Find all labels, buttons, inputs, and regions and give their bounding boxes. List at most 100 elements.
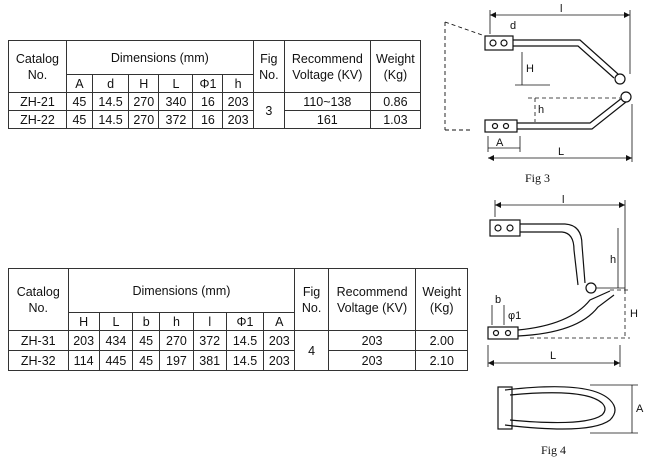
header-catalog: Catalog No.	[8, 268, 69, 331]
cell-voltage: 203	[327, 330, 417, 351]
fig3-arm-lower	[517, 97, 627, 130]
fig3-bolt-hole	[489, 39, 497, 47]
fig3-caption: Fig 3	[525, 171, 551, 185]
cell-dim: 45	[132, 330, 161, 351]
cell-dim: 45	[132, 350, 161, 371]
cell-dim: 340	[158, 92, 194, 111]
col-h: h	[159, 312, 194, 331]
cell-weight: 0.86	[369, 92, 422, 111]
fig4-label-L: L	[550, 350, 556, 362]
fig3-label-A: A	[496, 137, 504, 149]
cell-dim: 197	[159, 350, 194, 371]
spec-table-fig3: Catalog No. Dimensions (mm) Fig No. Reco…	[8, 40, 422, 129]
fig4-drawing: l h b φ1 H L A	[487, 195, 644, 434]
cell-dim: 16	[192, 110, 224, 129]
header-voltage: Recommend Voltage (KV)	[283, 40, 371, 93]
cell-dim: 16	[192, 92, 224, 111]
cell-voltage: 161	[283, 110, 371, 129]
table-row: ZH-21 45 14.5 270 340 16 203 3 110~138 0…	[8, 92, 422, 129]
fig4-clamp-side	[487, 326, 519, 340]
fig3-drawing: l d H h A L	[444, 3, 633, 162]
col-phi1: Φ1	[225, 312, 265, 331]
header-fig: Fig No.	[252, 40, 285, 93]
col-A: A	[263, 312, 296, 331]
cell-catalog: ZH-21	[8, 92, 67, 111]
col-d: d	[91, 74, 130, 93]
fig4-label-H: H	[630, 308, 638, 320]
fig3-label-d: d	[510, 20, 516, 32]
header-dimensions: Dimensions (mm)	[67, 268, 296, 313]
col-b: b	[132, 312, 161, 331]
fig4-loop-inner	[509, 392, 606, 424]
fig4-label-A: A	[636, 403, 644, 415]
fig3-ball-end	[614, 73, 626, 85]
header-voltage: Recommend Voltage (KV)	[327, 268, 417, 331]
cell-weight: 2.00	[415, 330, 468, 351]
fig3-clamp-plate	[484, 35, 514, 51]
fig3-arm-upper	[513, 39, 619, 79]
fig4-arm-lower	[517, 290, 615, 337]
fig3-bolt-hole	[500, 39, 508, 47]
fig4-clamp-bottom	[497, 386, 513, 430]
fig3-label-l: l	[560, 3, 562, 15]
header-dimensions: Dimensions (mm)	[65, 40, 254, 75]
cell-catalog: ZH-31	[8, 330, 69, 351]
cell-catalog: ZH-22	[8, 110, 67, 129]
cell-dim: 203	[222, 110, 254, 129]
header-fig: Fig No.	[294, 268, 329, 331]
cell-dim: 14.5	[225, 330, 265, 351]
fig3-clamp-side	[484, 119, 518, 133]
cell-weight: 1.03	[369, 110, 422, 129]
col-L: L	[98, 312, 134, 331]
header-weight: Weight (Kg)	[369, 40, 422, 93]
cell-catalog: ZH-32	[8, 350, 69, 371]
col-l: l	[192, 312, 227, 331]
fig4-caption: Fig 4	[541, 443, 567, 457]
col-A: A	[65, 74, 93, 93]
header-weight: Weight (Kg)	[415, 268, 468, 331]
fig4-label-b: b	[495, 294, 501, 306]
cell-dim: 270	[128, 110, 160, 129]
cell-dim: 381	[192, 350, 227, 371]
col-L: L	[158, 74, 194, 93]
fig3-label-h: h	[538, 104, 544, 116]
cell-dim: 270	[128, 92, 160, 111]
cell-dim: 14.5	[225, 350, 265, 371]
table-row: ZH-22 45 14.5 270 372 16 203 161 1.03	[8, 110, 422, 129]
header-catalog: Catalog No.	[8, 40, 67, 93]
fig4-label-phi: φ1	[508, 310, 521, 322]
cell-fig: 3	[252, 92, 285, 129]
cell-weight: 2.10	[415, 350, 468, 371]
cell-dim: 14.5	[91, 110, 130, 129]
fig4-label-h: h	[610, 254, 616, 266]
fig3-label-L: L	[558, 146, 564, 158]
fig4-loop-outer	[504, 386, 616, 430]
cell-dim: 203	[263, 350, 296, 371]
table-row: ZH-32 114 445 45 197 381 14.5 203 203 2.…	[8, 350, 468, 371]
fig3-label-H: H	[526, 63, 534, 75]
cell-dim: 203	[222, 92, 254, 111]
cell-dim: 445	[98, 350, 134, 371]
table-row: ZH-31 203 434 45 270 372 14.5 203 4 203 …	[8, 330, 468, 371]
cell-voltage: 110~138	[283, 92, 371, 111]
cell-dim: 114	[67, 350, 100, 371]
spec-table-fig4: Catalog No. Dimensions (mm) Fig No. Reco…	[8, 268, 468, 371]
col-H: H	[67, 312, 100, 331]
col-phi1: Φ1	[192, 74, 224, 93]
cell-dim: 434	[98, 330, 134, 351]
cell-dim: 45	[65, 92, 93, 111]
cell-fig: 4	[294, 330, 329, 371]
fig4-label-l: l	[562, 195, 564, 206]
cell-dim: 203	[263, 330, 296, 351]
fig4-ball-end	[585, 282, 597, 294]
col-h: h	[222, 74, 254, 93]
cell-dim: 45	[65, 110, 93, 129]
cell-dim: 203	[67, 330, 100, 351]
cell-dim: 372	[158, 110, 194, 129]
cell-dim: 372	[192, 330, 227, 351]
cell-dim: 14.5	[91, 92, 130, 111]
cell-voltage: 203	[327, 350, 417, 371]
fig4-clamp-plate	[489, 219, 521, 237]
cell-dim: 270	[159, 330, 194, 351]
col-H: H	[128, 74, 160, 93]
